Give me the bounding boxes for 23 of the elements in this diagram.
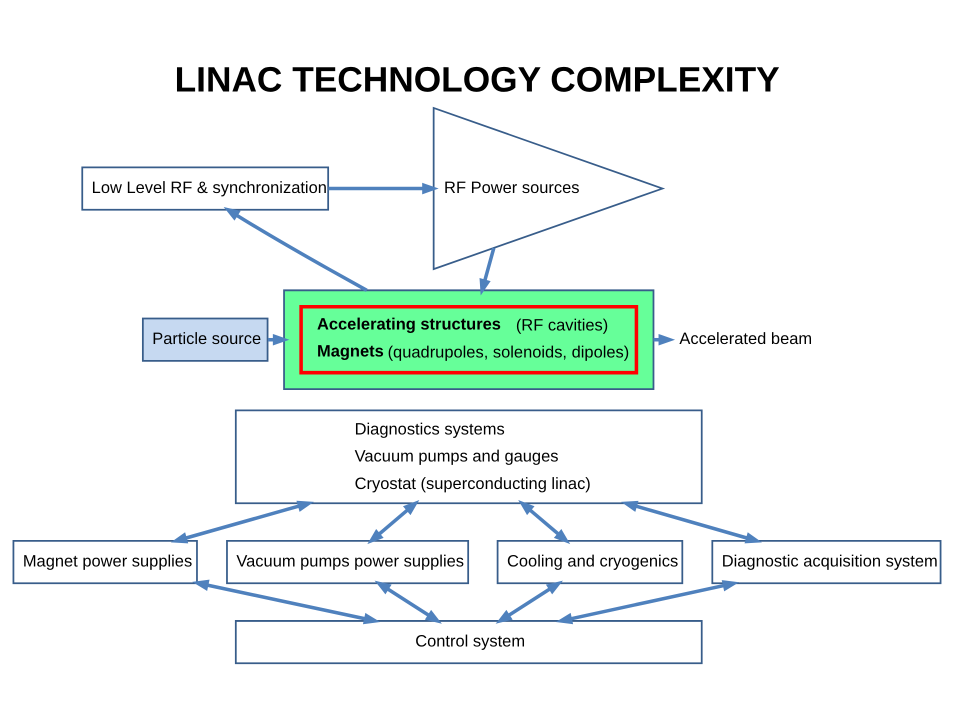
- node-box: Magnet power supplies: [12, 540, 198, 584]
- arrow: [170, 500, 314, 544]
- node-box: Diagnostic acquisition system: [711, 540, 942, 584]
- arrow: [496, 580, 563, 624]
- node-box: Control system: [234, 620, 703, 664]
- arrow: [621, 500, 762, 544]
- diagram-title: LINAC TECHNOLOGY COMPLEXITY: [174, 60, 780, 100]
- arrow: [367, 500, 420, 544]
- node-box: Low Level RF & synchronization: [81, 166, 330, 211]
- arrow: [192, 580, 380, 624]
- cluster: [283, 289, 654, 390]
- node-box: Cooling and cryogenics: [496, 540, 684, 584]
- arrow: [224, 206, 368, 292]
- arrow: [518, 500, 570, 544]
- node-box: Accelerating structures (RF cavities) Magnets (quadrupoles, solenoids, dipoles): [299, 305, 638, 374]
- arrow: [374, 580, 442, 624]
- node-text: Accelerated beam: [679, 330, 812, 348]
- node-box: Particle source: [142, 318, 268, 362]
- node-box: Diagnostics systems Vacuum pumps and gauges Cryostat (superconducting linac): [234, 409, 703, 504]
- arrow: [556, 580, 740, 624]
- node-box: Vacuum pumps power supplies: [226, 540, 470, 584]
- arrow: [328, 182, 439, 194]
- arrow: [480, 248, 496, 296]
